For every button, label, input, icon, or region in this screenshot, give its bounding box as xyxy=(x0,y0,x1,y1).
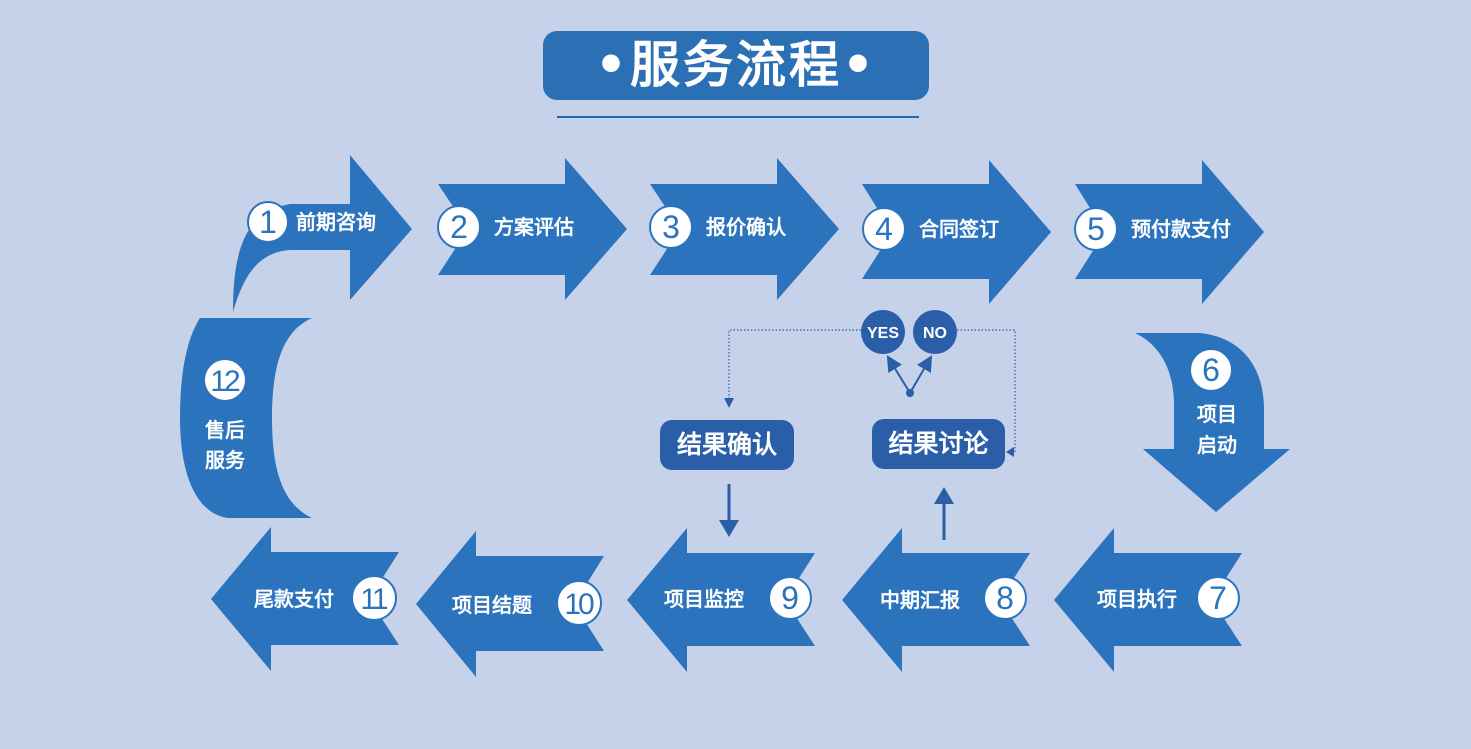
title-dot-left: • xyxy=(595,36,630,94)
step-12-label-line1: 售后 xyxy=(205,418,245,442)
step-10-label: 项目结题 xyxy=(452,593,533,617)
step-2-arrow xyxy=(438,158,627,300)
step-8-number: 8 xyxy=(996,580,1014,616)
step-3-label: 报价确认 xyxy=(706,215,787,239)
result-confirm-box: 结果确认 xyxy=(660,420,794,470)
step-1-number-circle xyxy=(247,201,289,243)
step-11-number-circle xyxy=(351,575,397,621)
step-8-label: 中期汇报 xyxy=(880,588,960,612)
step-7-arrow xyxy=(1054,528,1242,672)
title-banner: •服务流程• xyxy=(543,31,929,100)
step-4-number-circle xyxy=(862,207,906,251)
step-6-arrow xyxy=(1135,333,1290,512)
step-11-label: 尾款支付 xyxy=(254,587,334,611)
step-3-number-circle xyxy=(649,205,693,249)
step-3-arrow xyxy=(650,158,839,300)
no-dotted-path xyxy=(957,329,1016,453)
step-2-number-circle xyxy=(437,205,481,249)
step-1-label: 前期咨询 xyxy=(296,210,376,234)
no-arrow-tip xyxy=(1006,447,1014,457)
step-7-number: 7 xyxy=(1209,580,1227,616)
step-12-label-line2: 服务 xyxy=(205,448,246,472)
step-3-number: 3 xyxy=(662,209,680,245)
discuss-up-arrow-head xyxy=(934,487,954,504)
step-5-arrow xyxy=(1075,160,1264,304)
to-no-connector xyxy=(909,355,933,394)
confirm-down-arrow-head xyxy=(719,520,739,537)
title-dot-right: • xyxy=(842,36,877,94)
step-12-number: 12 xyxy=(210,365,240,398)
step-6-number: 6 xyxy=(1202,352,1220,388)
step-11-number: 11 xyxy=(360,583,387,616)
step-5-number-circle xyxy=(1074,207,1118,251)
step-2-label: 方案评估 xyxy=(494,215,574,239)
step-7-number-circle xyxy=(1196,576,1240,620)
step-10-arrow xyxy=(416,531,604,677)
page-title: 服务流程 xyxy=(630,36,842,94)
step-6-label-line1: 项目 xyxy=(1197,402,1237,426)
step-6-number-circle xyxy=(1189,348,1233,392)
step-5-label: 预付款支付 xyxy=(1131,217,1231,241)
step-4-arrow xyxy=(862,160,1051,304)
to-yes-connector xyxy=(886,355,911,394)
step-10-number: 10 xyxy=(564,588,594,621)
result-discuss-box: 结果讨论 xyxy=(872,419,1005,469)
step-8-arrow xyxy=(842,528,1030,672)
step-7-label: 项目执行 xyxy=(1097,587,1177,611)
step-8-number-circle xyxy=(983,576,1027,620)
step-4-number: 4 xyxy=(875,211,893,247)
yes-arrow-tip xyxy=(724,398,734,408)
yes-label: YES xyxy=(867,325,899,342)
step-12-shape xyxy=(180,318,312,518)
yes-dotted-path xyxy=(728,329,861,402)
step-11-arrow xyxy=(211,527,399,671)
no-decision-circle xyxy=(913,310,957,354)
step-1-arrow xyxy=(233,155,412,312)
step-9-arrow xyxy=(627,528,815,672)
step-6-label-line2: 启动 xyxy=(1197,433,1237,457)
step-2-number: 2 xyxy=(450,209,468,245)
step-9-number: 9 xyxy=(781,580,799,616)
step-5-number: 5 xyxy=(1087,211,1105,247)
step-4-label: 合同签订 xyxy=(919,217,999,241)
step-9-number-circle xyxy=(768,576,812,620)
step-9-label: 项目监控 xyxy=(664,587,744,611)
no-label: NO xyxy=(923,325,947,342)
step-10-number-circle xyxy=(556,580,602,626)
yes-decision-circle xyxy=(861,310,905,354)
step-1-number: 1 xyxy=(259,204,277,240)
step-12-number-circle xyxy=(203,358,247,402)
title-underline xyxy=(557,116,919,118)
